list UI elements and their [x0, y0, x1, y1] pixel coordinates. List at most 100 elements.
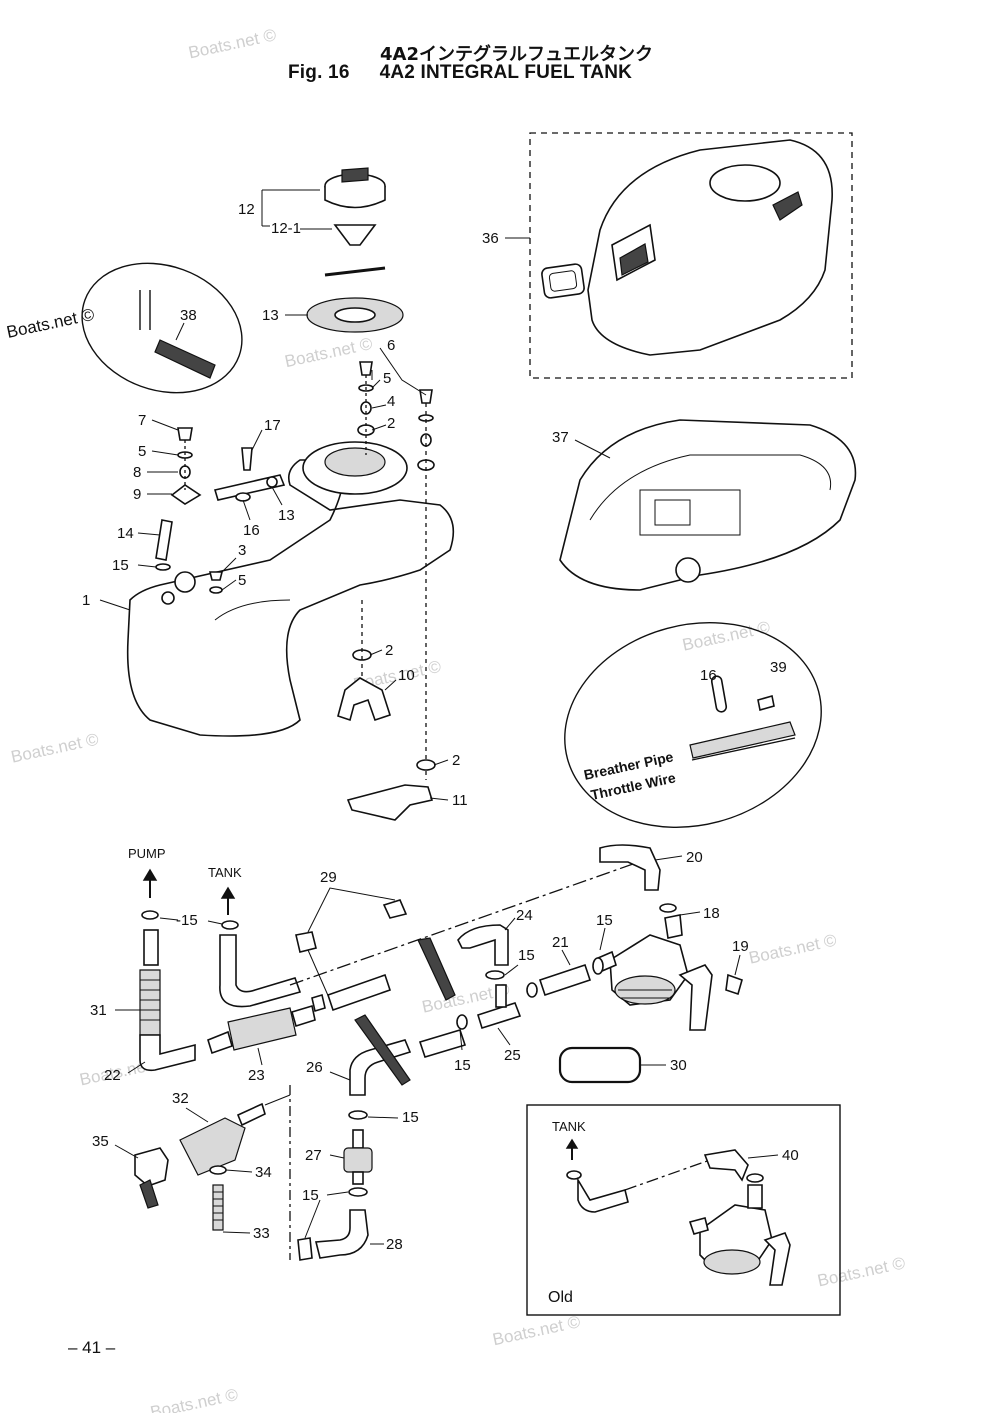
- cap-strap: [324, 266, 386, 277]
- leader-7: [151, 419, 179, 431]
- callout-15-tank: 15: [112, 557, 129, 574]
- callout-15-mid: 15: [518, 947, 535, 964]
- clip-stem-26: [354, 1014, 411, 1086]
- callout-18: 18: [703, 905, 720, 922]
- hose-24: [457, 924, 509, 966]
- callout-5-right: 5: [383, 370, 391, 387]
- pipe-segment: [326, 973, 392, 1012]
- clip-15g: [348, 1187, 368, 1197]
- callout-16: 16: [243, 522, 260, 539]
- knob-35-lever: [139, 1179, 159, 1209]
- leader-27: [329, 1154, 345, 1159]
- callout-22: 22: [104, 1067, 121, 1084]
- leader-33: [222, 1231, 251, 1234]
- breather-pipe-shape: [689, 721, 796, 759]
- callout-7: 7: [138, 412, 146, 429]
- brackets: 2 10 2 11: [337, 600, 468, 821]
- clip-29b-stem: [417, 937, 456, 1001]
- old-cock-inlet: [688, 1217, 709, 1235]
- clip-15-tank: [155, 563, 171, 571]
- screw-7: [177, 427, 193, 441]
- callout-5-low: 5: [238, 572, 246, 589]
- old-cock-lever: [763, 1231, 791, 1286]
- cowling-vent: [772, 191, 803, 221]
- callout-37: 37: [552, 429, 569, 446]
- clip-15-cock: [592, 957, 604, 975]
- callout-15-cock: 15: [596, 912, 613, 929]
- callout-38: 38: [180, 307, 197, 324]
- knob-35: [134, 1147, 169, 1187]
- screw-3: [208, 571, 224, 581]
- fuel-tank-1: 1: [82, 441, 455, 737]
- leader-6: [379, 347, 427, 396]
- leader-15b2: [207, 920, 223, 925]
- cable-inset-38: 38: [81, 262, 243, 394]
- leader-37: [574, 439, 611, 459]
- screw-19: [725, 973, 743, 996]
- clip-18: [659, 903, 677, 913]
- leader-10: [384, 679, 397, 691]
- callout-31: 31: [90, 1002, 107, 1019]
- callout-12-1: 12-1: [271, 220, 301, 237]
- leader-35: [114, 1144, 139, 1159]
- callout-32: 32: [172, 1090, 189, 1107]
- callout-15-bottom: 15: [302, 1187, 319, 1204]
- tank-vent-hole: [174, 571, 196, 593]
- leader-5d: [221, 579, 237, 591]
- clip-16-tank: [235, 492, 251, 502]
- throttle-wire-line: [691, 737, 796, 761]
- screw-39: [757, 694, 775, 712]
- callout-9: 9: [133, 486, 141, 503]
- hose-31-ribs: [140, 979, 160, 1021]
- page-number: – 41 –: [68, 1338, 116, 1357]
- callout-3: 3: [238, 542, 246, 559]
- old-type-inset: TANK 40 Old: [526, 1104, 841, 1316]
- spring-38: [154, 339, 216, 379]
- gasket-30-shape: [558, 1046, 642, 1084]
- callout-2-mid: 2: [385, 642, 393, 659]
- cock-bowl-ribs: [618, 989, 672, 999]
- watermark-text: Boats.net ©: [9, 729, 101, 766]
- leader-15c: [504, 964, 519, 976]
- old-inset-box: [526, 1104, 841, 1316]
- clip-29b: [382, 899, 408, 919]
- old-clip: [566, 1170, 582, 1180]
- callout-30: 30: [670, 1057, 687, 1074]
- joint-27-bottom: [352, 1171, 364, 1185]
- old-hose: [577, 1177, 629, 1213]
- callout-17: 17: [264, 417, 281, 434]
- grommet-9: [170, 484, 202, 505]
- washer-34: [209, 1165, 227, 1175]
- filter-23: [227, 1007, 297, 1051]
- joint-27-top: [352, 1129, 364, 1149]
- callout-13-low: 13: [278, 507, 295, 524]
- callout-16-inset: 16: [700, 667, 717, 684]
- callout-15-t: 15: [454, 1057, 471, 1074]
- clip-15c: [485, 970, 505, 980]
- leader-5a: [151, 450, 179, 456]
- bracket-11: [346, 784, 434, 821]
- old-routing-line: [624, 1159, 711, 1191]
- callout-33: 33: [253, 1225, 270, 1242]
- callout-8: 8: [133, 464, 141, 481]
- cowling-dashed-box: [529, 132, 853, 379]
- leader-24: [504, 917, 516, 931]
- figure-number: Fig. 16: [288, 62, 350, 83]
- pipe-15e: [418, 1029, 467, 1058]
- valve-32-nipple: [236, 1102, 266, 1127]
- leader-18: [679, 911, 701, 916]
- gasket-30: 30: [558, 1046, 687, 1084]
- callout-35: 35: [92, 1133, 109, 1150]
- pump-arrow-head: [142, 868, 158, 881]
- tank-filler-cap-seat: [324, 447, 386, 477]
- washer-5d: [209, 586, 223, 594]
- leader-4: [371, 404, 387, 409]
- bottom-cowling-rim: [589, 454, 832, 521]
- callout-15-low: 15: [402, 1109, 419, 1126]
- leader-29: [307, 887, 396, 933]
- old-cock-nipple: [747, 1184, 763, 1209]
- filter-outlet: [291, 1004, 316, 1028]
- pipe-21: [538, 963, 592, 997]
- callout-21: 21: [552, 934, 569, 951]
